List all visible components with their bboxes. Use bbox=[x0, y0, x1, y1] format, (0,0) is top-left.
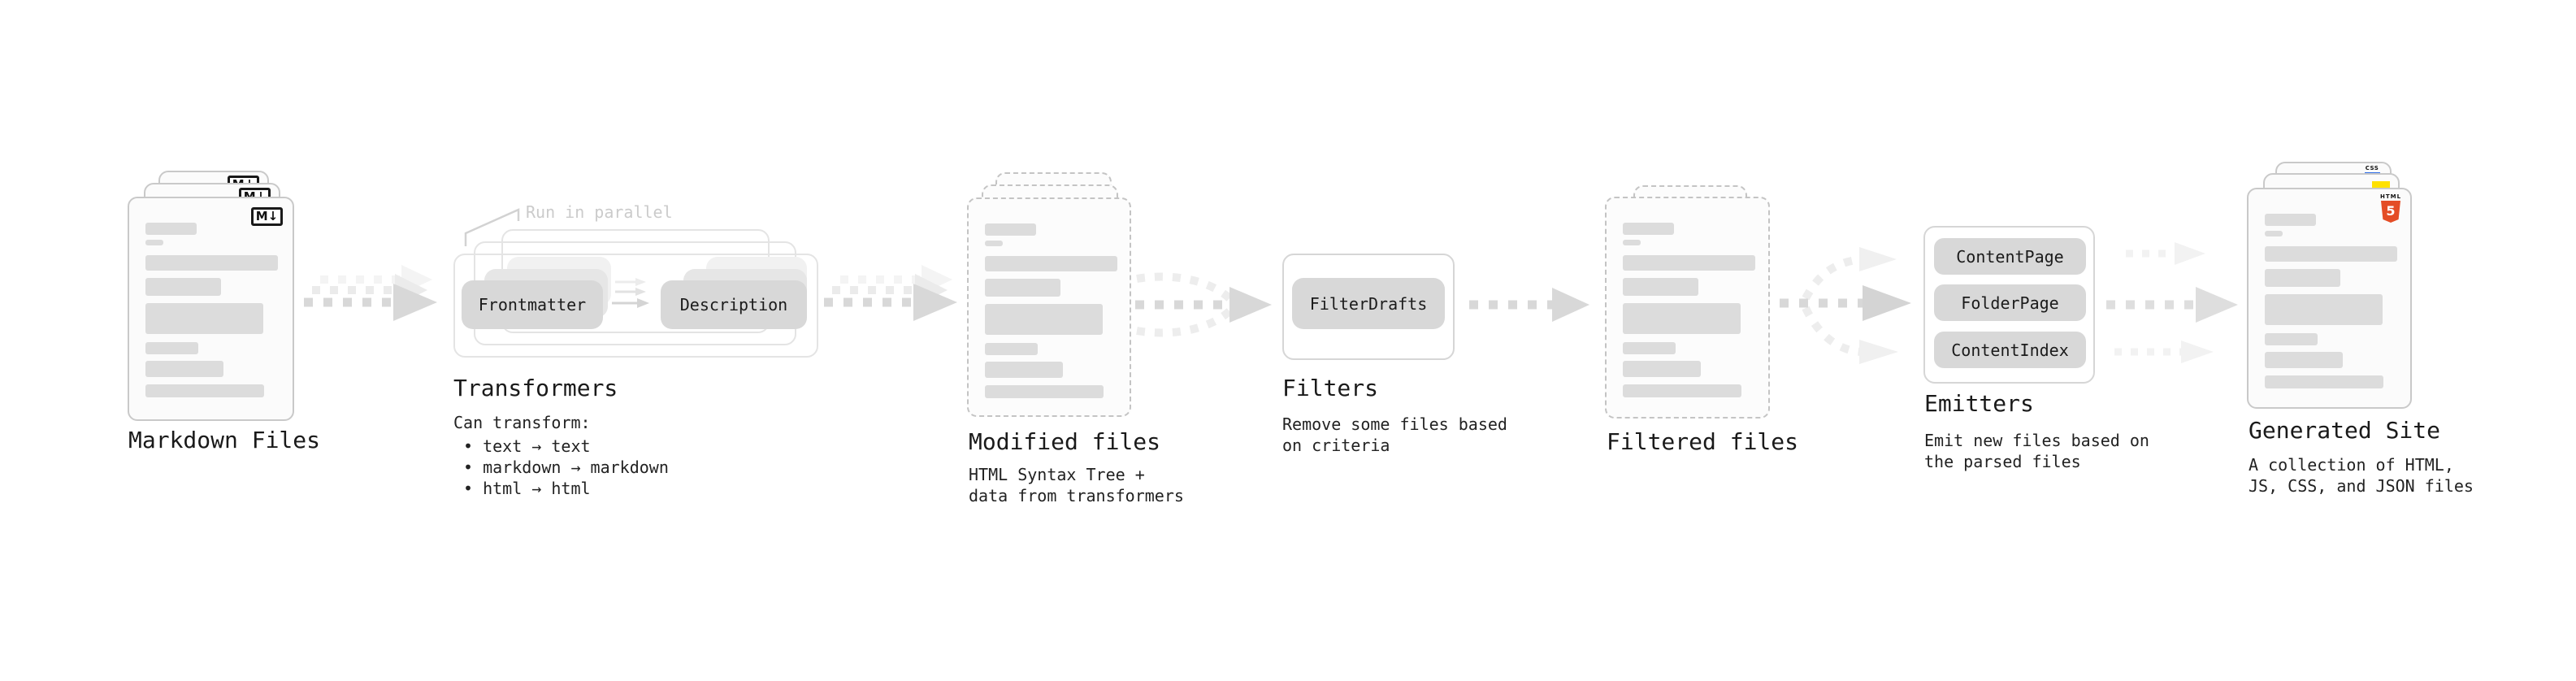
pill-frontmatter: Frontmatter bbox=[462, 280, 603, 329]
stage-heading-emitters: Emitters bbox=[1924, 390, 2034, 417]
text-placeholder-bar bbox=[985, 304, 1103, 335]
text-placeholder-bar bbox=[1623, 255, 1755, 271]
text-placeholder-bar bbox=[145, 240, 163, 245]
stage-label-markdown-files: Markdown Files bbox=[128, 427, 321, 453]
text-placeholder-bar bbox=[145, 384, 264, 397]
text-placeholder-bar bbox=[1623, 361, 1701, 377]
pill-filterdrafts: FilterDrafts bbox=[1292, 278, 1445, 329]
text-placeholder-bar bbox=[2265, 333, 2318, 345]
text-placeholder-bar bbox=[2265, 294, 2383, 325]
generated-site-desc: A collection of HTML, JS, CSS, and JSON … bbox=[2249, 455, 2474, 496]
text-placeholder-bar bbox=[2265, 214, 2316, 226]
text-placeholder-bar bbox=[985, 279, 1060, 297]
text-placeholder-bar bbox=[145, 255, 278, 271]
text-placeholder-bar bbox=[985, 362, 1063, 378]
text-placeholder-bar bbox=[1623, 223, 1674, 235]
text-placeholder-bar bbox=[985, 385, 1104, 398]
text-placeholder-bar bbox=[985, 343, 1038, 355]
stage-label-generated-site: Generated Site bbox=[2249, 417, 2441, 444]
transformers-desc-title: Can transform: bbox=[453, 413, 591, 432]
text-placeholder-bar bbox=[1623, 342, 1676, 354]
pill-description: Description bbox=[661, 280, 807, 329]
html5-badge-title: HTML bbox=[2380, 193, 2402, 200]
html5-shield-icon: 5 bbox=[2381, 201, 2400, 223]
markdown-file-card-front: M↓ bbox=[128, 197, 294, 421]
transformers-bullet: • html → html bbox=[463, 479, 591, 498]
arrow-markdown-to-transformers bbox=[304, 265, 437, 321]
html5-badge: HTML 5 bbox=[2380, 193, 2401, 223]
parallel-note-leader-line bbox=[464, 208, 520, 246]
pill-folderpage: FolderPage bbox=[1934, 284, 2086, 321]
text-placeholder-bar bbox=[145, 303, 263, 334]
text-placeholder-bar bbox=[2265, 231, 2283, 236]
run-in-parallel-note: Run in parallel bbox=[526, 202, 673, 222]
text-placeholder-bar bbox=[985, 241, 1003, 246]
text-placeholder-bar bbox=[145, 342, 198, 354]
text-placeholder-bar bbox=[145, 361, 223, 377]
text-placeholder-bar bbox=[2265, 375, 2383, 388]
modified-file-card-front bbox=[967, 197, 1131, 417]
css-badge-label: CSS bbox=[2365, 165, 2379, 171]
arrow-filters-to-filtered bbox=[1469, 288, 1589, 322]
text-placeholder-bar bbox=[145, 223, 197, 235]
text-placeholder-bar bbox=[985, 223, 1036, 236]
arrow-transformers-to-modified bbox=[824, 265, 957, 321]
pill-contentpage: ContentPage bbox=[1934, 238, 2086, 275]
modified-files-desc: HTML Syntax Tree + data from transformer… bbox=[969, 465, 1184, 505]
filtered-file-card-front bbox=[1605, 197, 1770, 419]
text-placeholder-bar bbox=[985, 256, 1117, 271]
stage-label-modified-files: Modified files bbox=[969, 428, 1161, 455]
stage-heading-transformers: Transformers bbox=[453, 375, 618, 401]
emitters-desc: Emit new files based on the parsed files bbox=[1924, 431, 2149, 471]
transformers-frame-front bbox=[453, 254, 818, 358]
arrow-filtered-to-emitters bbox=[1780, 247, 1911, 364]
transformers-bullet: • text → text bbox=[463, 436, 591, 456]
transformers-bullet: • markdown → markdown bbox=[463, 458, 669, 477]
filters-desc: Remove some files based on criteria bbox=[1282, 414, 1507, 455]
text-placeholder-bar bbox=[2265, 352, 2343, 368]
text-placeholder-bar bbox=[2265, 269, 2340, 287]
markdown-icon: M↓ bbox=[251, 207, 283, 226]
js-badge bbox=[2372, 181, 2390, 189]
pill-contentindex: ContentIndex bbox=[1934, 332, 2086, 368]
parallel-arrows-icon bbox=[612, 278, 649, 308]
text-placeholder-bar bbox=[1623, 278, 1698, 296]
text-placeholder-bar bbox=[1623, 303, 1741, 334]
arrow-emitters-to-generated bbox=[2106, 242, 2238, 363]
text-placeholder-bar bbox=[145, 278, 221, 296]
stage-label-filtered-files: Filtered files bbox=[1607, 428, 1799, 455]
arrow-modified-to-filters bbox=[1135, 272, 1272, 337]
stage-heading-filters: Filters bbox=[1282, 375, 1379, 401]
generated-file-card-front: HTML 5 bbox=[2247, 188, 2412, 409]
text-placeholder-bar bbox=[2265, 246, 2397, 262]
text-placeholder-bar bbox=[1623, 240, 1641, 245]
text-placeholder-bar bbox=[1623, 384, 1741, 397]
